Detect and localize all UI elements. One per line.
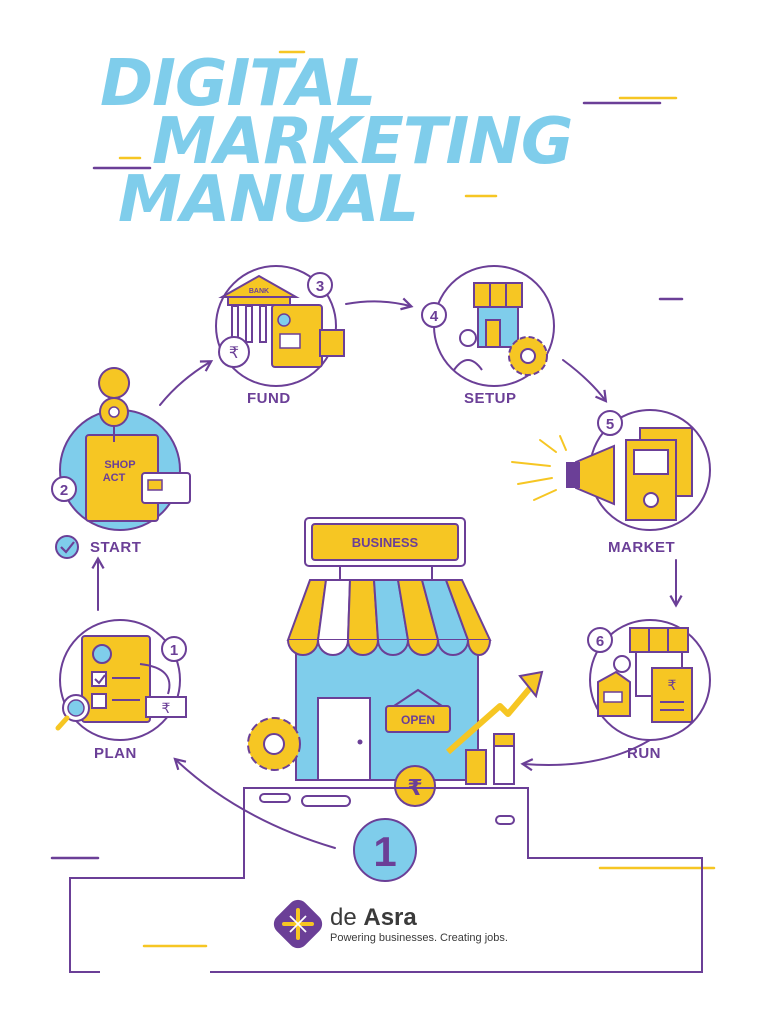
title-line-2: MARKETING — [152, 105, 573, 179]
step-label-plan: PLAN — [94, 745, 137, 762]
brand-name-bold: Asra — [363, 904, 417, 931]
title-line-3: MANUAL — [118, 163, 419, 237]
step-label-start: START — [90, 539, 142, 556]
step-label-setup: SETUP — [464, 390, 517, 407]
check-icon — [55, 535, 79, 559]
open-sign-text: OPEN — [401, 713, 435, 727]
business-sign-text: BUSINESS — [352, 535, 419, 550]
run-rupee-symbol: ₹ — [668, 678, 677, 694]
step-run-icon: ₹ 6 — [587, 619, 711, 741]
brand-tagline: Powering businesses. Creating jobs. — [330, 932, 508, 944]
step-setup-icon: 4 — [421, 265, 555, 387]
step-number-5: 5 — [606, 416, 614, 433]
step-number-2: 2 — [60, 482, 68, 499]
bag-rupee-symbol: ₹ — [229, 343, 239, 362]
step-market-icon: 5 — [511, 409, 711, 531]
central-shop-illustration: BUSINESS OPEN — [69, 517, 703, 974]
cycle-arrows — [91, 297, 683, 849]
brand-block: de Asra Powering businesses. Creating jo… — [330, 906, 508, 945]
decorative-dashes — [50, 50, 716, 948]
step-plan-icon: ₹ 1 — [55, 619, 187, 741]
step-label-market: MARKET — [608, 539, 676, 556]
step-label-fund: FUND — [247, 390, 291, 407]
title-line-1: DIGITAL — [100, 47, 376, 121]
deasra-logo-icon — [273, 899, 323, 949]
brand-name: de Asra — [330, 906, 508, 930]
step-number-1: 1 — [170, 642, 178, 659]
shop-act-line1: SHOP — [104, 459, 135, 471]
step-number-4: 4 — [430, 308, 439, 325]
shop-act-line2: ACT — [103, 472, 126, 484]
step-label-run: RUN — [627, 745, 661, 762]
step-number-6: 6 — [596, 633, 604, 650]
plan-rupee-symbol: ₹ — [162, 701, 171, 717]
volume-number: 1 — [373, 828, 396, 875]
bank-label: BANK — [249, 288, 269, 295]
brand-prefix: de — [330, 904, 364, 931]
step-number-3: 3 — [316, 278, 324, 295]
step-fund-icon: ₹ BANK 3 — [215, 265, 345, 387]
step-start-icon: SHOP ACT 2 — [51, 367, 191, 559]
